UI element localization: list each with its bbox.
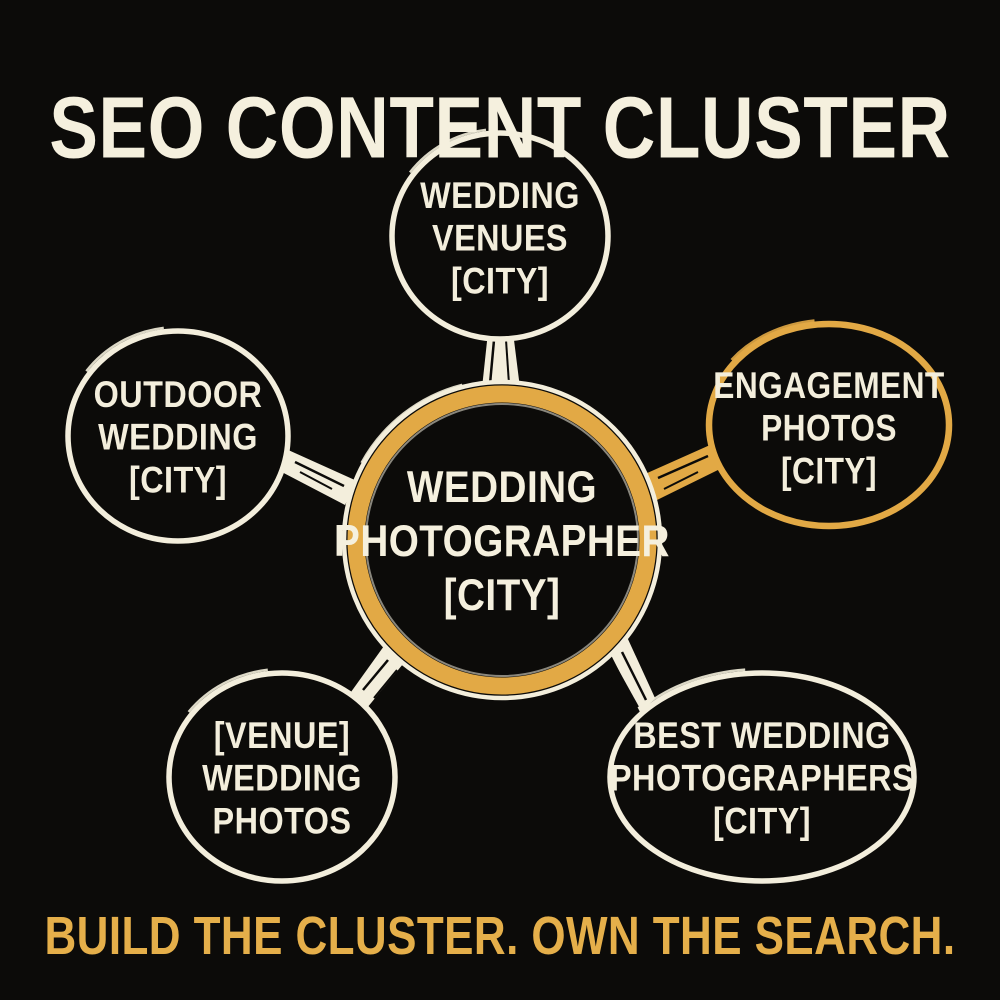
tagline: BUILD THE CLUSTER. OWN THE SEARCH. [44,905,956,967]
node-wedding-venues [386,127,614,345]
node-line: [CITY] [443,569,561,620]
node-best-wedding-photographers [604,667,920,887]
node-line: PHOTOGRAPHER [334,516,670,567]
spoke-bottom-left-sketch-line [362,659,389,691]
spoke-bottom-left [351,646,403,708]
node-line: [CITY] [781,449,877,492]
spoke-bottom-right-sketch-line [620,651,648,701]
node-line: PHOTOS [212,799,352,842]
hub-gold-ring [347,385,657,695]
node-engagement-photos-outline [705,320,953,530]
node-line: PHOTOGRAPHERS [609,756,915,799]
spoke-bottom-right-sketch-line [612,661,639,708]
node-venue-wedding-photos [163,667,401,887]
node-line: [VENUE] [213,714,351,756]
spoke-right-sketch-line [657,454,709,480]
spoke-top-sketch-line [488,339,496,385]
node-label-engagement-photos: ENGAGEMENT PHOTOS [CITY] [713,364,944,492]
node-line: [CITY] [128,458,228,501]
node-line: VENUES [432,216,568,259]
node-line: WEDDING [202,756,362,799]
hub-inner-outline [365,403,639,677]
node-line: WEDDING [98,415,258,458]
spoke-top-sketch-line [505,339,510,385]
spoke-left-sketch-line [294,460,345,488]
node-label-venue-wedding-photos: [VENUE] WEDDING PHOTOS [202,714,362,842]
node-outdoor-wedding-outline [65,328,291,544]
spoke-right-sketch-line [663,471,699,490]
node-best-wedding-photographers-outline [607,670,917,884]
node-line: PHOTOS [761,406,897,449]
node-label-outdoor-wedding: OUTDOOR WEDDING [CITY] [94,373,263,501]
spokes [276,332,722,714]
node-label-wedding-photographer: WEDDING PHOTOGRAPHER [CITY] [334,461,670,623]
node-line: BEST WEDDING [633,714,891,756]
page-title: SEO CONTENT CLUSTER [49,78,951,177]
node-label-wedding-venues: WEDDING VENUES [CITY] [420,174,580,302]
hub-wedding-photographer [340,378,664,702]
node-label-best-wedding-photographers: BEST WEDDING PHOTOGRAPHERS [CITY] [610,714,914,842]
node-line: [CITY] [450,259,550,302]
node-line: ENGAGEMENT [713,364,945,406]
node-outdoor-wedding [62,325,294,547]
node-engagement-photos [703,318,955,532]
spoke-bottom-left-sketch-line [373,669,398,699]
node-line: [CITY] [712,799,812,842]
node-line: OUTDOOR [93,373,263,415]
hub-outer-outline [341,379,663,701]
node-venue-wedding-photos-outline [166,670,398,884]
node-line: WEDDING [406,462,598,513]
spoke-left-sketch-line [299,471,333,490]
node-wedding-venues-outline [389,130,611,342]
node-line: WEDDING [420,174,580,216]
